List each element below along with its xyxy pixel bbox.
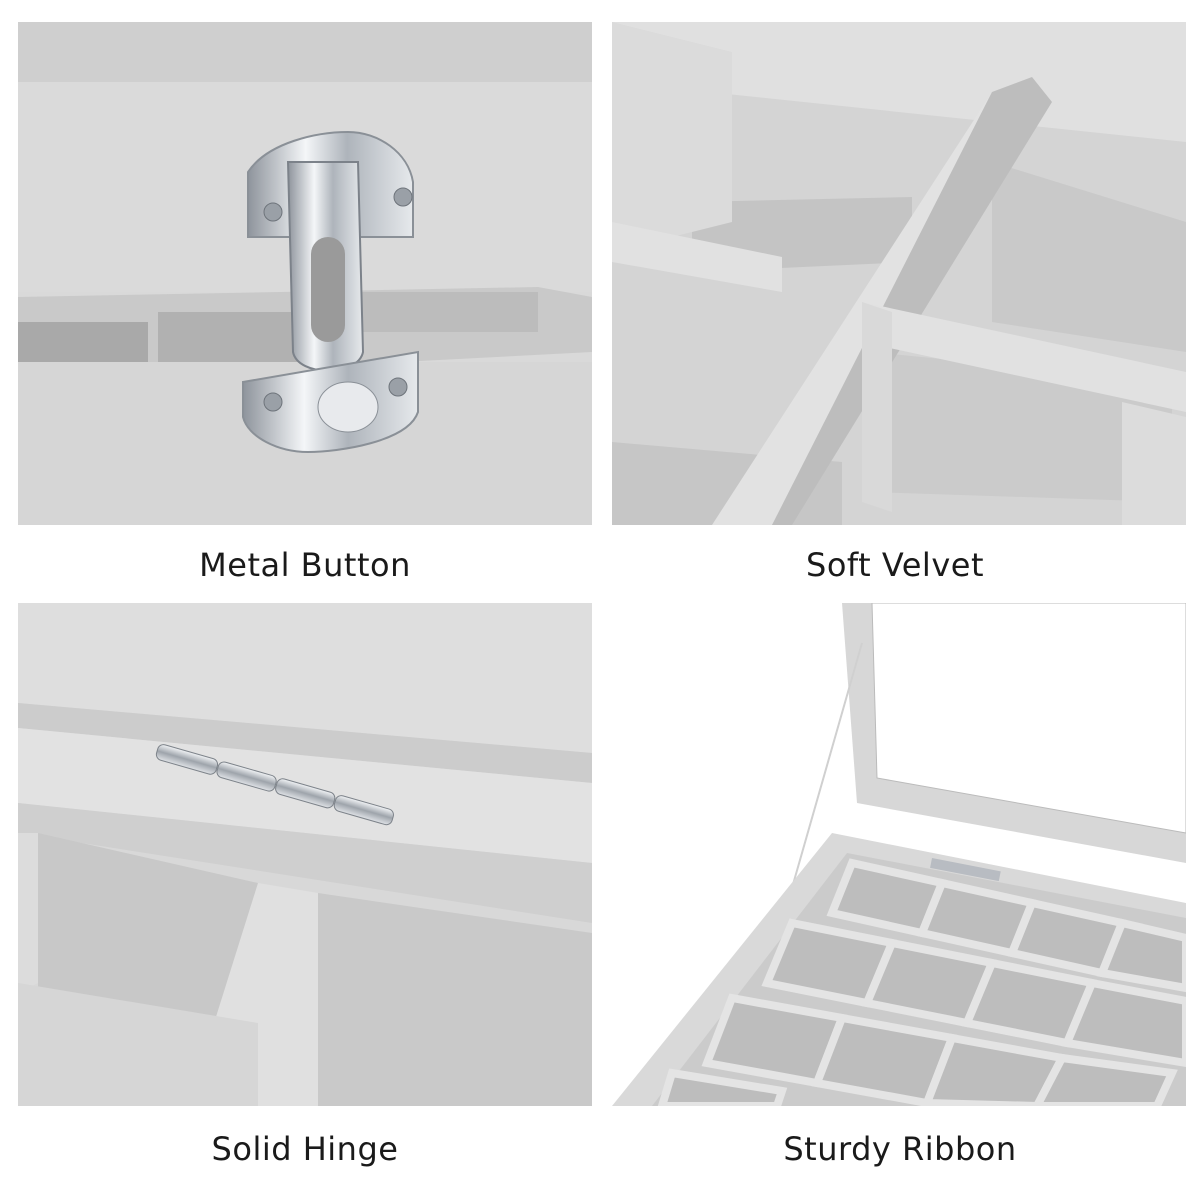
soft-velvet-photo xyxy=(612,22,1186,525)
sturdy-ribbon-photo xyxy=(612,603,1186,1106)
solid-hinge-photo xyxy=(18,603,592,1106)
caption-solid-hinge: Solid Hinge xyxy=(211,1130,399,1168)
caption-metal-button: Metal Button xyxy=(199,546,411,584)
caption-soft-velvet: Soft Velvet xyxy=(806,546,984,584)
metal-button-photo xyxy=(18,22,592,525)
caption-sturdy-ribbon: Sturdy Ribbon xyxy=(783,1130,1017,1168)
